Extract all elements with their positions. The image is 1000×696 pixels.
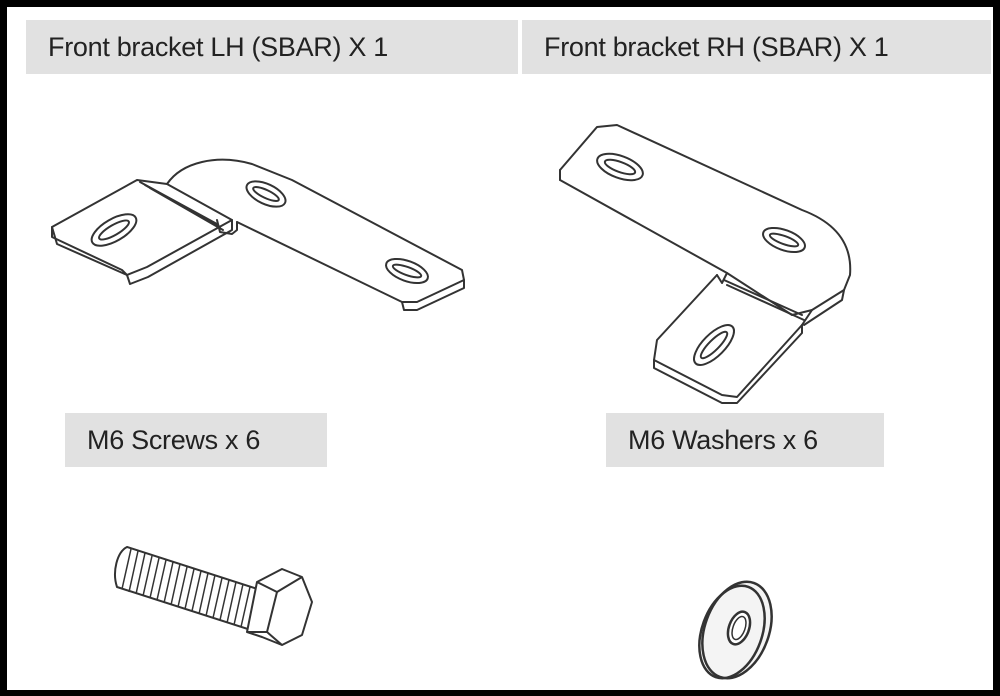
part-label-text: Front bracket LH (SBAR) X 1 — [48, 32, 389, 62]
part-label-text: Front bracket RH (SBAR) X 1 — [544, 32, 889, 62]
flat-washer-icon — [677, 572, 797, 692]
l-bracket-left-icon — [42, 142, 472, 322]
part-label-front-bracket-lh: Front bracket LH (SBAR) X 1 — [26, 20, 518, 74]
part-label-m6-washers: M6 Washers x 6 — [606, 413, 884, 467]
part-label-text: M6 Screws x 6 — [87, 425, 261, 455]
parts-diagram-panel: Front bracket LH (SBAR) X 1 Front bracke… — [7, 7, 993, 690]
part-label-text: M6 Washers x 6 — [628, 425, 818, 455]
hex-bolt-icon — [107, 537, 317, 657]
part-label-m6-screws: M6 Screws x 6 — [65, 413, 327, 467]
part-label-front-bracket-rh: Front bracket RH (SBAR) X 1 — [522, 20, 991, 74]
l-bracket-right-icon — [552, 115, 862, 405]
